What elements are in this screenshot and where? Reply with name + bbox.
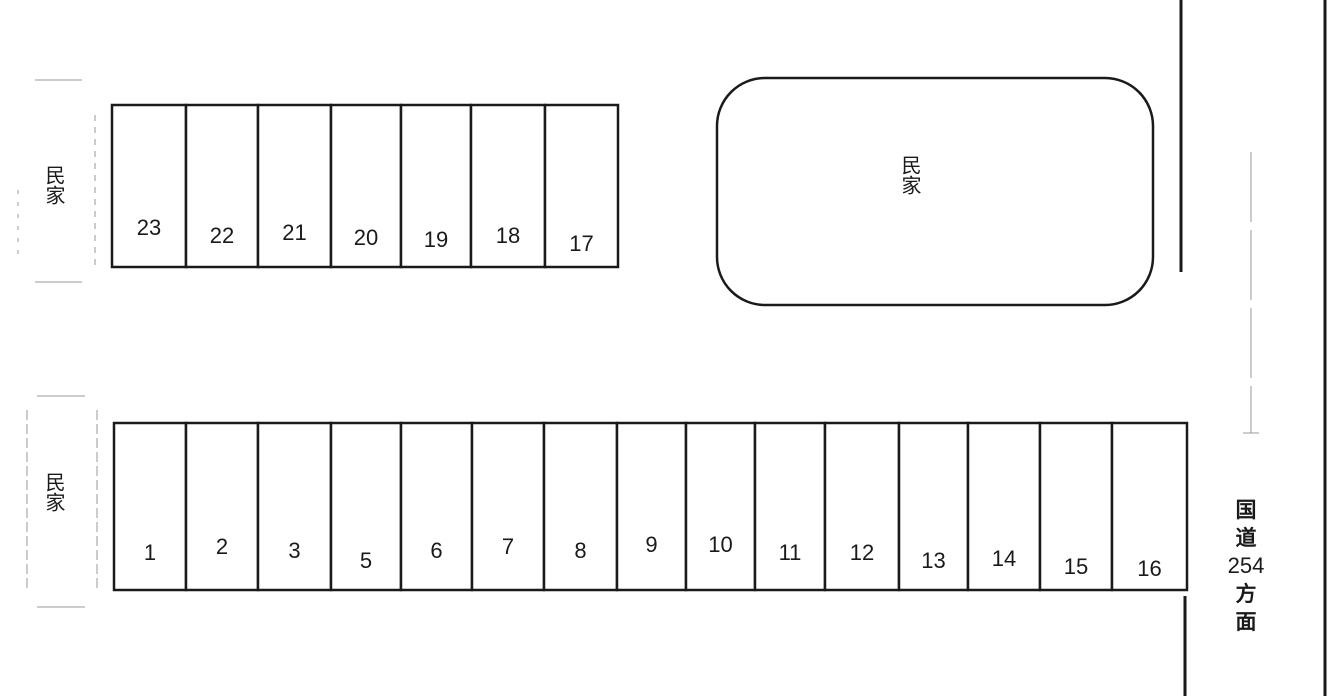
stall-outline [1038,421,1114,592]
stall-number: 15 [1064,554,1088,579]
stall-number: 10 [708,532,732,557]
parking-stall-7: 7 [470,421,546,592]
parking-stall-9: 9 [615,421,688,592]
stall-number: 5 [360,548,372,573]
parking-stall-16: 16 [1110,421,1189,592]
stall-number: 21 [282,220,306,245]
stall-outline [966,421,1042,592]
stall-number: 2 [216,534,228,559]
parking-stall-14: 14 [966,421,1042,592]
parking-stall-15: 15 [1038,421,1114,592]
parking-stall-17: 17 [543,103,620,269]
parking-stall-21: 21 [256,103,333,269]
road-number: 254 [1227,553,1265,578]
stall-number: 20 [354,225,378,250]
parking-stall-18: 18 [469,103,547,269]
stall-number: 7 [502,534,514,559]
stall-outline [753,421,827,592]
stall-outline [256,103,333,269]
stall-outline [543,103,620,269]
house-bottom-left-outline [26,395,98,608]
stall-outline [470,421,546,592]
stall-number: 1 [144,540,156,565]
parking-stall-13: 13 [897,421,970,592]
parking-stall-3: 3 [256,421,333,592]
road-direction-label: 国 道 254 方 面 [1226,496,1266,636]
stall-number: 6 [430,538,442,563]
parking-stall-11: 11 [753,421,827,592]
parking-stall-2: 2 [184,421,260,592]
stall-outline [110,103,188,269]
stall-outline [329,421,403,592]
stall-number: 22 [210,223,234,248]
parking-stall-8: 8 [542,421,619,592]
stall-outline [1110,421,1189,592]
stall-number: 16 [1137,556,1161,581]
house-center-outline [715,76,1155,307]
stall-outline [184,103,260,269]
stall-outline [897,421,970,592]
parking-stall-10: 10 [684,421,757,592]
stall-outline [399,421,474,592]
stall-number: 19 [424,227,448,252]
parking-stall-6: 6 [399,421,474,592]
stall-outline [684,421,757,592]
house-top-left-outline [17,79,96,283]
house-center-label: 民家 [898,155,922,195]
parking-stall-5: 5 [329,421,403,592]
house-top-left-label: 民家 [42,165,66,205]
parking-stall-22: 22 [184,103,260,269]
stall-number: 8 [574,538,586,563]
house-bottom-left-label: 民家 [42,472,66,512]
stall-number: 18 [496,223,520,248]
top-stall-row: 23 22 21 20 19 18 17 [110,103,620,269]
stall-outline [256,421,333,592]
parking-stall-23: 23 [110,103,188,269]
stall-outline [542,421,619,592]
road-label-char-4: 面 [1235,610,1257,634]
stall-number: 9 [645,532,657,557]
stall-number: 13 [921,548,945,573]
stall-number: 11 [779,540,802,565]
road-label-char-2: 道 [1235,526,1257,550]
parking-stall-12: 12 [823,421,901,592]
stall-outline [184,421,260,592]
parking-stall-19: 19 [399,103,473,269]
road-label-char-1: 国 [1235,498,1257,522]
stall-number: 14 [992,546,1016,571]
stall-outline [615,421,688,592]
stall-number: 23 [137,215,161,240]
parking-stall-1: 1 [112,421,188,592]
road-label-char-3: 方 [1235,582,1257,606]
stall-number: 3 [288,538,300,563]
stall-number: 17 [569,231,593,256]
parking-stall-20: 20 [329,103,403,269]
stall-outline [112,421,188,592]
stall-number: 12 [850,540,874,565]
